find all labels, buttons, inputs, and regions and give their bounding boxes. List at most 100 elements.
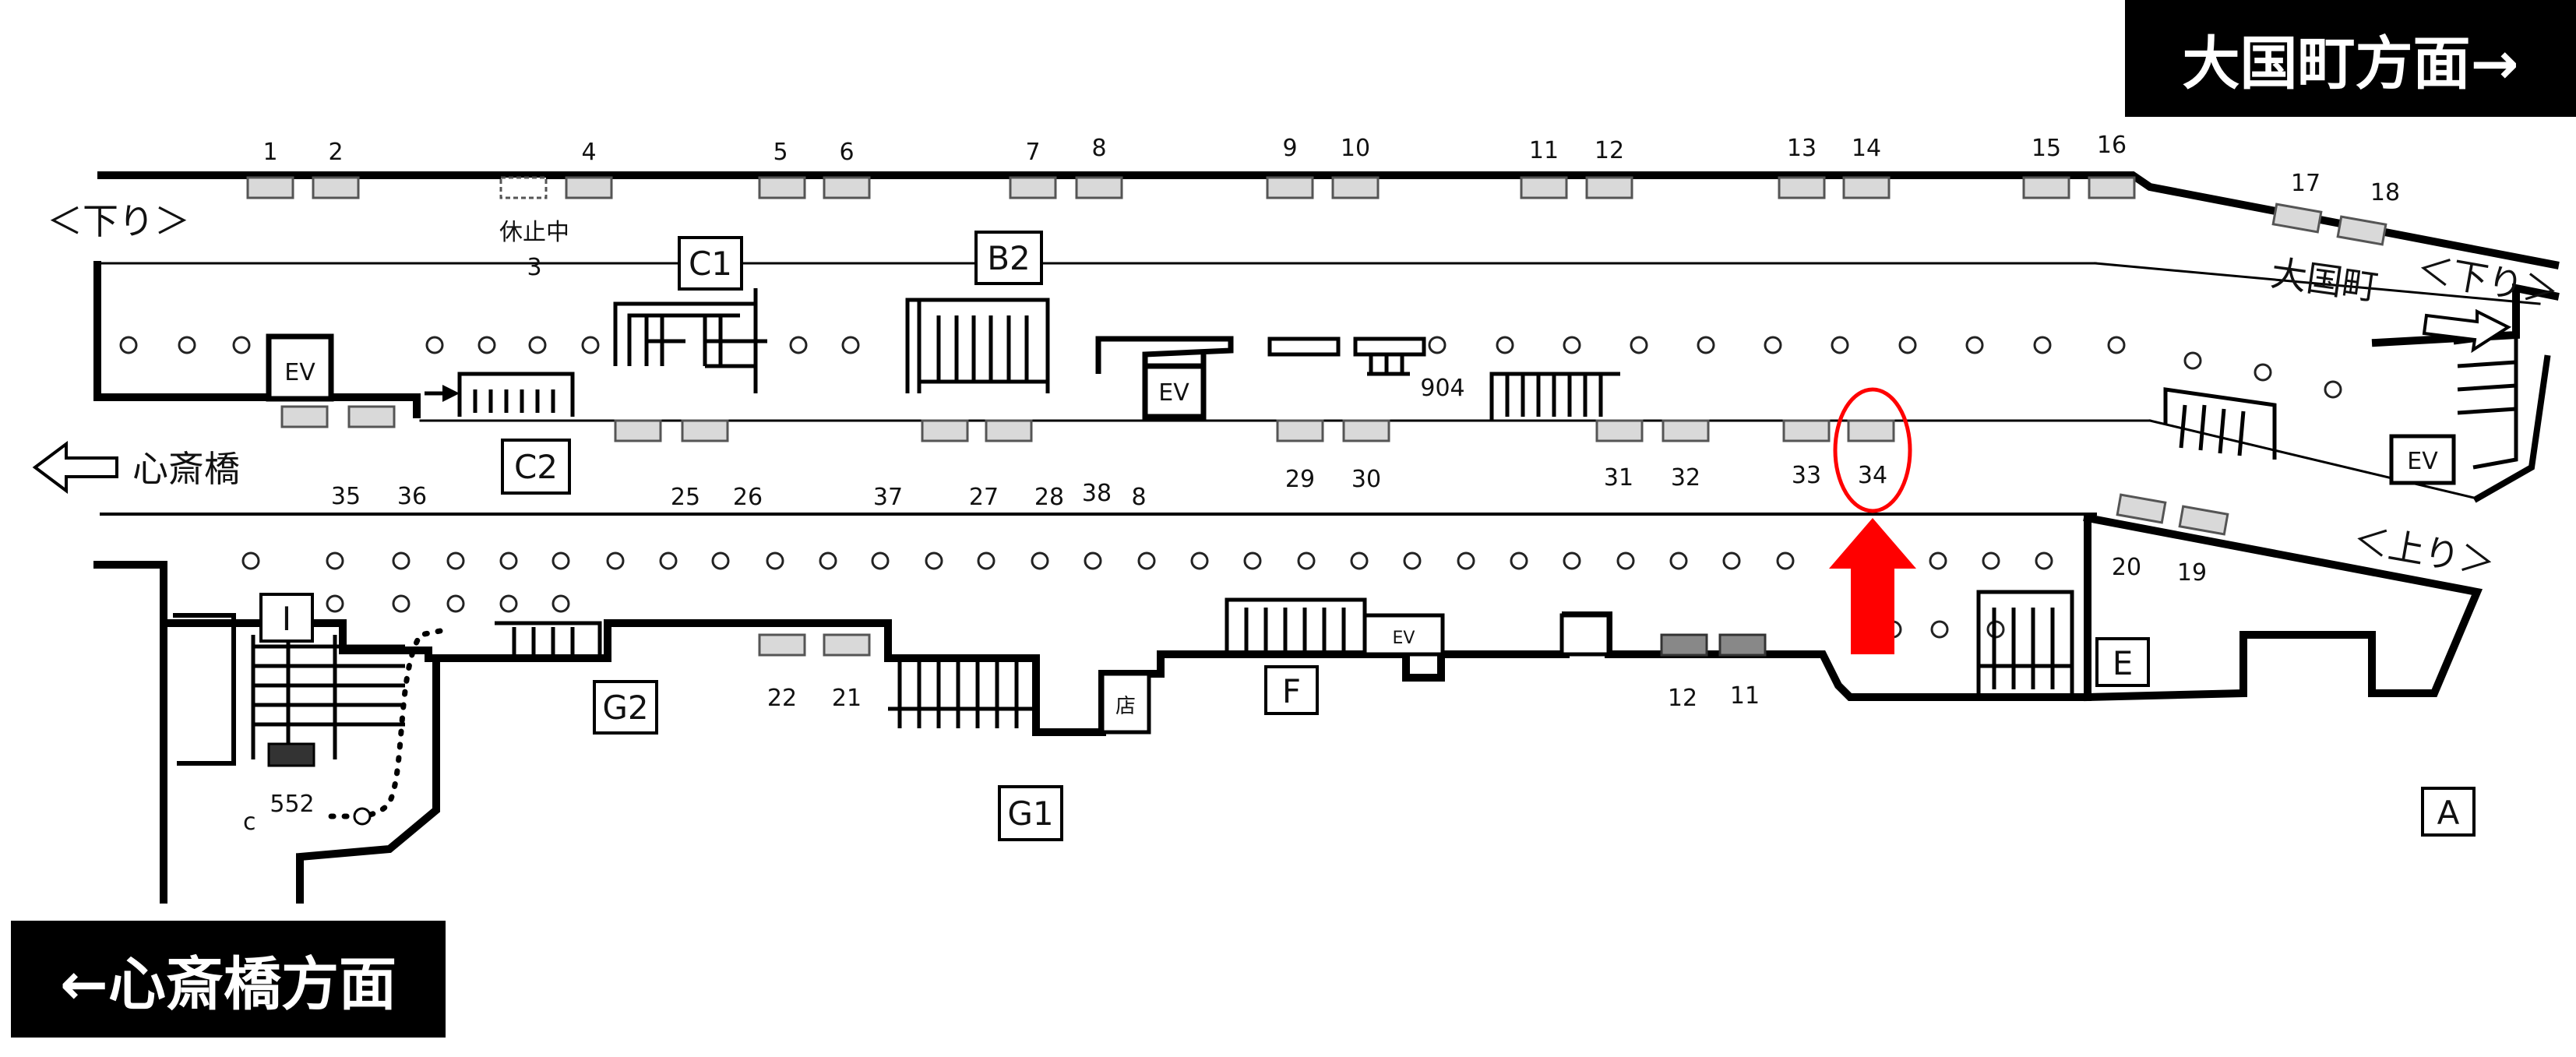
location-552-letter: c [243, 809, 256, 836]
stairs-e [1976, 590, 2074, 693]
pillar-row-upper [119, 336, 2342, 399]
stop-number: 21 [832, 685, 862, 712]
stairs-f [1225, 597, 1367, 654]
stairs-g1 [888, 658, 1036, 728]
suspended-door-marker [499, 176, 548, 199]
stop-number: 12 [1668, 685, 1697, 712]
exit-c2-label: C2 [514, 448, 558, 486]
stop-number: 2 [328, 139, 343, 166]
stop-number: 3 [527, 254, 541, 281]
stop-number: 1 [263, 139, 277, 166]
hatched-door-markers [1660, 633, 1767, 657]
stop-number-highlighted: 34 [1858, 462, 1887, 489]
stop-number: 20 [2112, 554, 2141, 581]
exit-a-label: A [2437, 794, 2460, 832]
stop-number: 8 [1131, 484, 1146, 511]
stop-number: 7 [1025, 139, 1040, 166]
stop-number: 11 [1730, 682, 1760, 710]
down-left-label: ＜下り＞ [47, 200, 190, 242]
stop-number: 8 [1091, 135, 1106, 162]
stop-number: 18 [2370, 179, 2400, 206]
exit-g2-label: G2 [602, 689, 648, 727]
stairs-g2 [495, 621, 602, 658]
stop-number: 9 [1282, 135, 1297, 162]
exit-g1-label: G1 [1007, 795, 1053, 833]
bench-2 [1353, 336, 1426, 376]
stop-number: 19 [2177, 559, 2207, 587]
stair-i-landing [267, 742, 315, 767]
ev-left-box [266, 333, 334, 402]
stop-number: 30 [1351, 466, 1381, 493]
stop-number: 904 [1420, 375, 1464, 402]
stairs-center [1489, 372, 1620, 421]
stop-number: 22 [767, 685, 797, 712]
ev-right-label: EV [2407, 448, 2438, 475]
stop-number: 35 [331, 483, 361, 510]
stairs-right-wing [2163, 333, 2518, 470]
stop-number: 12 [1595, 137, 1624, 164]
stop-number: 29 [1285, 466, 1315, 493]
highlight-arrow-up [1829, 518, 1916, 654]
suspended-label: 休止中 [499, 219, 569, 246]
stop-number: 37 [873, 484, 903, 511]
exit-b2-label: B2 [987, 239, 1031, 277]
stop-number: 36 [397, 483, 427, 510]
ev-left-label: EV [284, 359, 315, 386]
stop-number: 25 [671, 484, 700, 511]
stairs-c2 [425, 372, 575, 417]
stop-number: 6 [839, 139, 854, 166]
ev-center-box [1142, 363, 1207, 420]
bench-1 [1267, 336, 1341, 357]
stop-number: 11 [1529, 137, 1559, 164]
daikokucho-label: 大国町 [2268, 252, 2380, 308]
banner-daikokucho-direction: 大国町方面→ [2125, 0, 2576, 117]
lower-platform-door-markers [758, 633, 871, 657]
stop-number: 26 [733, 484, 763, 511]
stop-number: 14 [1852, 135, 1881, 162]
ev-f-label: EV [1393, 629, 1415, 648]
stop-number: 33 [1792, 462, 1821, 489]
banner-shinsaibashi-direction: ←心斎橋方面 [11, 921, 446, 1038]
stop-number: 27 [969, 484, 999, 511]
stop-number: 5 [773, 139, 788, 166]
stairs-b2 [905, 298, 1050, 393]
stairs-i [251, 635, 405, 759]
stop-number: 31 [1604, 464, 1633, 492]
ev-right-box [2389, 434, 2456, 485]
bench-3 [1559, 613, 1611, 657]
c2-stairs-arrow-head [442, 385, 460, 402]
down-right-label: ＜下り＞ [2413, 247, 2562, 313]
stop-number: 552 [270, 791, 314, 818]
top-door-markers [246, 176, 2387, 246]
shinsaibashi-label: 心斎橋 [132, 448, 240, 490]
top-row-numbers: 1 2 4 5 6 7 8 9 10 11 12 13 14 15 16 17 … [263, 132, 2400, 206]
stop-number: 28 [1034, 484, 1064, 511]
stairs-c1 [613, 288, 767, 393]
platform-walls [93, 171, 2560, 904]
middle-row-numbers: 35 36 25 26 37 27 28 38 8 29 30 31 32 33… [331, 462, 1887, 511]
exit-e-label: E [2113, 644, 2134, 682]
highlight-circle-34 [1833, 387, 1912, 513]
shop-box [1100, 671, 1151, 735]
exit-f-label: F [1282, 672, 1301, 710]
stop-number: 16 [2097, 132, 2127, 159]
stop-number: 32 [1671, 464, 1700, 492]
upper-platform-door-markers [280, 405, 2229, 536]
arrow-right-daikokucho [2422, 308, 2512, 354]
exit-i-label: I [282, 600, 291, 638]
arrow-left-shinsaibashi [32, 441, 118, 494]
ev-f-box [1362, 613, 1445, 657]
shop-label: 店 [1115, 695, 1136, 718]
stop-number: 10 [1341, 135, 1370, 162]
stop-number: 13 [1787, 135, 1817, 162]
stop-number: 4 [581, 139, 596, 166]
exit-c1-label: C1 [689, 245, 732, 283]
stop-number: 17 [2291, 170, 2321, 197]
ev-center-label: EV [1158, 379, 1189, 407]
location-552-marker [353, 807, 372, 826]
pillar-row-lower [241, 551, 2053, 639]
exit-boxes [259, 231, 2476, 841]
stop-number: 15 [2032, 135, 2061, 162]
stop-number: 38 [1082, 480, 1112, 507]
